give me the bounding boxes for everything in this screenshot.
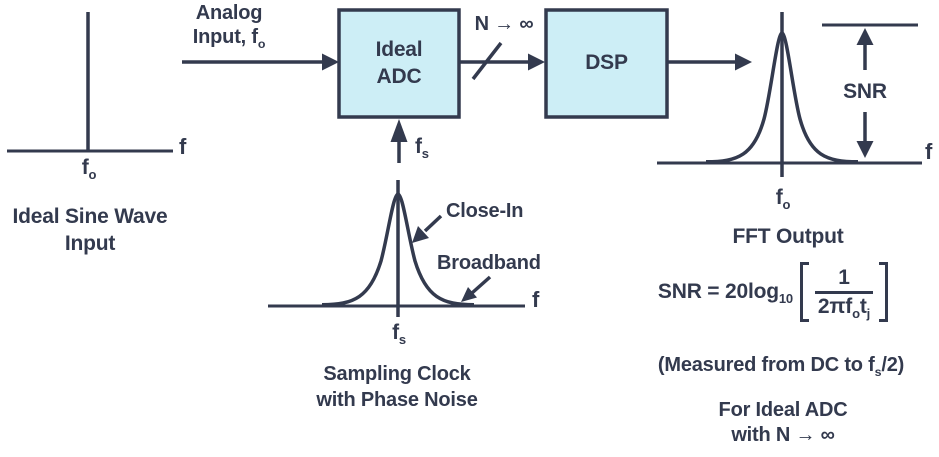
- fraction-numerator: 1: [838, 265, 850, 289]
- dsp-output-arrow: [667, 53, 752, 71]
- snr-formula-fraction: 1 2πfotj: [814, 265, 874, 320]
- adc-block-label: Ideal ADC: [375, 38, 423, 88]
- snr-label: SNR: [843, 80, 887, 103]
- snr-formula: SNR = 20log10 1 2πfotj: [623, 262, 923, 322]
- dsp-block: [544, 8, 669, 119]
- arrowhead-down: [856, 141, 874, 158]
- fft-axis-label: f: [925, 139, 933, 164]
- analog-input-label-line2: Input, fo: [192, 26, 266, 51]
- adc-block: [337, 8, 461, 119]
- sampling-clock-caption: Sampling Clock with Phase Noise: [316, 363, 478, 411]
- snr-indicator: [822, 23, 918, 158]
- sampling-clock-arrow: [390, 119, 408, 163]
- measured-note: (Measured from DC to fs/2): [657, 354, 905, 379]
- fft-output-plot: [657, 12, 922, 177]
- dsp-block-label: DSP: [585, 51, 628, 74]
- fraction-denominator: 2πfotj: [814, 291, 874, 320]
- input-spectrum-caption: Ideal Sine Wave Input: [12, 205, 168, 255]
- bus-slash: [471, 41, 503, 81]
- bus-arrow: [459, 41, 545, 81]
- arrowhead: [735, 53, 752, 71]
- sampling-clock-axis-label: f: [532, 287, 540, 312]
- arrowhead: [322, 53, 339, 71]
- right-bracket: [879, 262, 889, 322]
- input-spectrum-peak-label: fo: [81, 156, 97, 183]
- arrowhead: [412, 226, 429, 243]
- close-in-label: Close-In: [446, 200, 524, 222]
- broadband-callout-arrow: [461, 275, 492, 302]
- sampling-clock-plot: [268, 180, 525, 317]
- left-bracket: [799, 262, 809, 322]
- analog-input-label: Analog Input, fo: [155, 1, 303, 51]
- arrowhead-up: [856, 28, 874, 45]
- analog-input-arrow: [182, 53, 339, 71]
- broadband-label: Broadband: [437, 252, 541, 274]
- arrowhead: [528, 53, 545, 71]
- input-spectrum-axis-label: f: [179, 134, 187, 159]
- sampling-clock-input-label: fs: [415, 135, 429, 162]
- fft-peak-label: fo: [775, 186, 791, 213]
- bus-width-label: N → ∞: [474, 13, 534, 35]
- fft-skirt-curve: [705, 31, 859, 164]
- fft-caption: FFT Output: [732, 225, 844, 248]
- ideal-adc-note: For Ideal ADC with N → ∞: [718, 399, 848, 446]
- arrowhead: [390, 119, 408, 142]
- arrowhead: [461, 287, 477, 302]
- input-spectrum-plot: [7, 12, 173, 153]
- sampling-clock-peak-label: fs: [392, 321, 406, 348]
- sampling-clock-skirt-curve: [321, 192, 475, 307]
- close-in-callout-arrow: [412, 214, 443, 243]
- snr-formula-lhs: SNR = 20log10: [657, 280, 793, 307]
- analog-input-label-line1: Analog: [195, 2, 263, 24]
